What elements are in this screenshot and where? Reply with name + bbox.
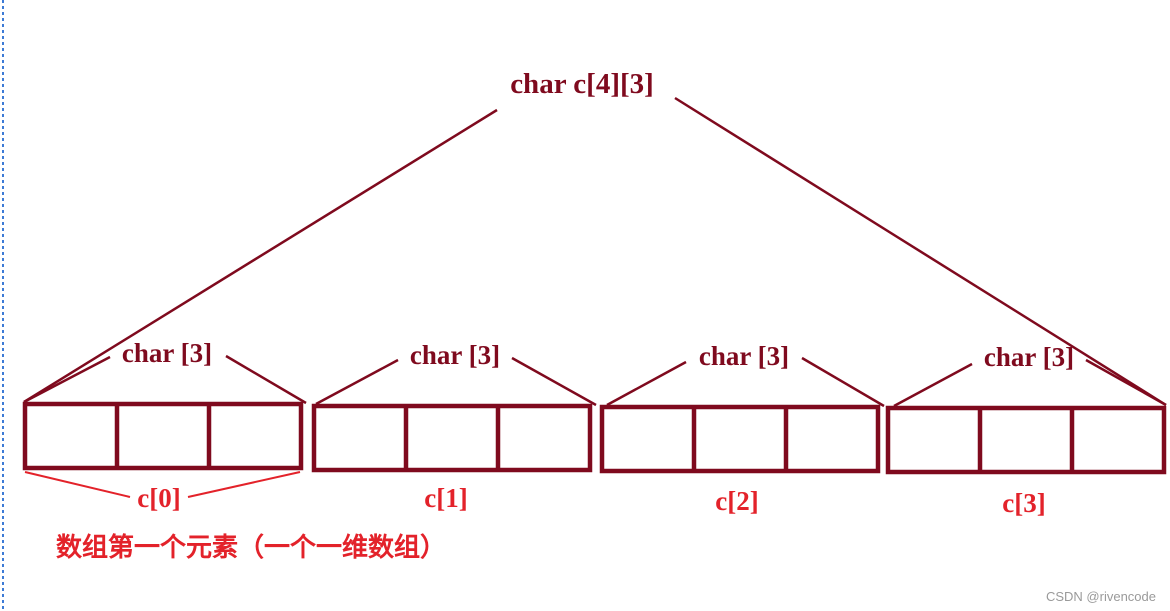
group-c1-type-label: char [3] [410, 340, 500, 370]
csdn-watermark: CSDN @rivencode [1046, 589, 1156, 604]
group-c0-index-branch-right [187, 471, 301, 498]
group-c1-type-branch-right [511, 356, 597, 407]
group-c3: char [3] c[3] [885, 342, 1167, 518]
group-c2-type-branch-right [801, 356, 885, 408]
group-c3-index-label: c[3] [1002, 488, 1045, 518]
title-branch-right [674, 96, 1167, 407]
group-c2-box [599, 404, 881, 474]
group-c1: char [3] c[1] [311, 340, 597, 513]
group-c3-type-label: char [3] [984, 342, 1074, 372]
first-element-annotation: 数组第一个元素（一个一维数组） [56, 532, 446, 563]
title-branch-left [23, 108, 498, 404]
group-c2: char [3] c[2] [599, 341, 885, 516]
group-c0-type-label: char [3] [122, 338, 212, 368]
group-c3-type-branch-right [1085, 358, 1167, 407]
group-c0-box [22, 401, 304, 471]
group-c3-box [885, 405, 1167, 475]
group-c0-index-label: c[0] [137, 483, 180, 513]
array-declaration-title: char c[4][3] [510, 68, 654, 100]
group-c1-type-branch-left [315, 358, 399, 406]
group-c2-type-label: char [3] [699, 341, 789, 371]
group-c1-box [311, 403, 593, 473]
group-c2-index-label: c[2] [715, 486, 758, 516]
group-c0-type-branch-right [225, 354, 307, 405]
group-c0-type-branch-left [23, 355, 111, 404]
group-c0: char [3] c[0] [22, 338, 307, 513]
group-c1-index-label: c[1] [424, 483, 467, 513]
group-c3-type-branch-left [893, 362, 973, 408]
group-c0-index-branch-left [24, 471, 131, 498]
group-c2-type-branch-left [606, 360, 687, 407]
